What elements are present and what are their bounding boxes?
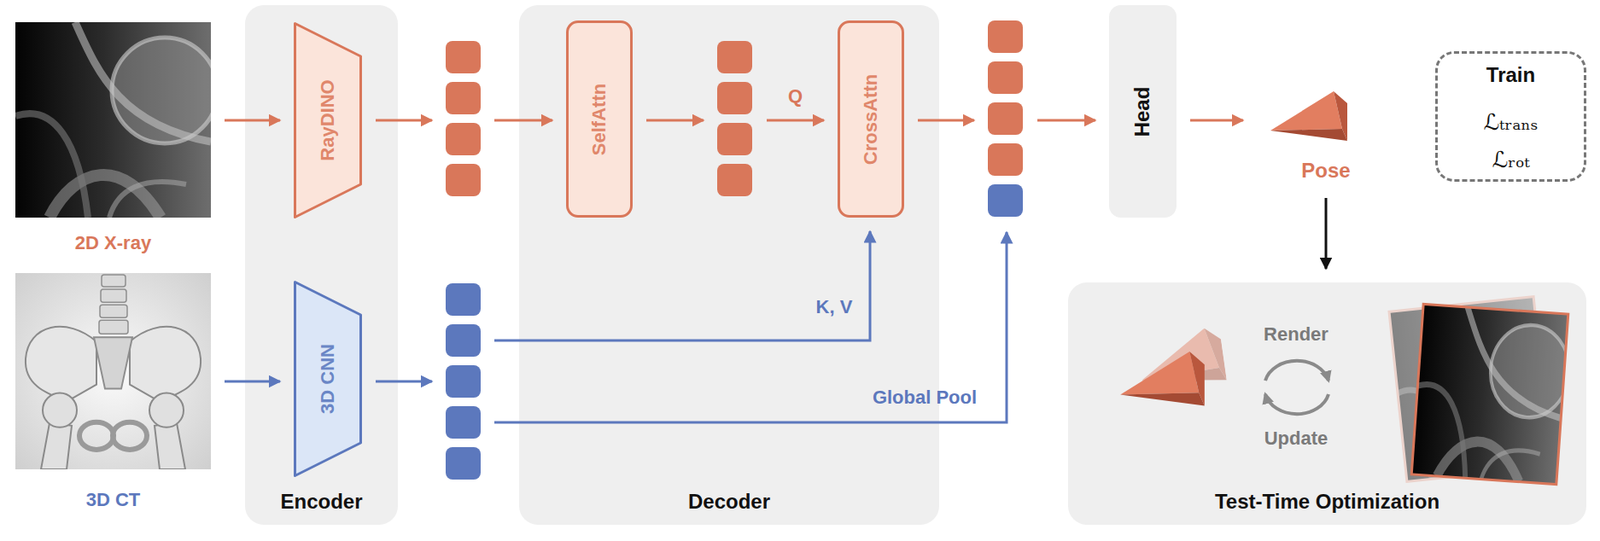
token — [445, 365, 481, 398]
connector-segment — [494, 231, 871, 341]
attention-block: CrossAttn — [837, 20, 905, 218]
token — [445, 122, 481, 156]
connector-segment — [1037, 119, 1096, 123]
head-block: Head — [1109, 5, 1177, 218]
connector — [1190, 120, 1244, 122]
token — [717, 40, 753, 74]
token — [987, 184, 1023, 217]
connector — [646, 120, 824, 122]
loss-box: Trainℒₜᵣₐₙₛℒᵣₒₜ — [1435, 51, 1587, 182]
token — [987, 20, 1023, 53]
attention-block: SelfAttn — [566, 20, 633, 218]
token — [445, 40, 481, 74]
node-label: 3D CNN — [318, 344, 338, 415]
pose-output: Pose — [1261, 85, 1390, 188]
xray-image — [1411, 303, 1573, 485]
node-label: 3D CT — [15, 489, 211, 512]
token — [445, 283, 481, 316]
node-label: Decoder — [688, 490, 771, 514]
token — [445, 163, 481, 197]
image-frame — [1411, 303, 1569, 485]
cycle-arrow — [1265, 361, 1329, 381]
node-label: Encoder — [280, 490, 363, 514]
token — [445, 447, 481, 480]
trapezoid-shape — [295, 23, 362, 218]
connector-segment — [646, 119, 704, 123]
connector-segment — [224, 119, 281, 123]
token — [717, 81, 753, 115]
connector-segment — [1190, 119, 1244, 123]
cycle-arrow — [1265, 394, 1329, 415]
token — [445, 406, 481, 439]
node-label: RayDINO — [318, 79, 338, 161]
token — [987, 143, 1023, 176]
connector — [224, 381, 281, 383]
rendered-xray — [1411, 303, 1573, 485]
connector-segment — [224, 380, 281, 384]
trapezoid-shape — [295, 282, 362, 477]
encoder-block: RayDINO — [293, 22, 363, 219]
annotation-label: Render — [1263, 323, 1329, 346]
node-label: Pose — [1261, 158, 1390, 183]
token-stacks — [445, 20, 1023, 480]
connector-segment — [375, 380, 433, 384]
annotation-label: Global Pool — [872, 386, 977, 409]
token — [717, 163, 753, 197]
node-label: 2D X-ray — [15, 232, 211, 255]
connector-segment — [375, 119, 433, 123]
token — [987, 61, 1023, 94]
xray-image — [15, 22, 218, 218]
connector-segment — [494, 119, 553, 123]
pose-wedge — [1270, 91, 1348, 141]
node-label: ℒᵣₒₜ — [1491, 145, 1530, 174]
token — [717, 122, 753, 156]
connector — [375, 120, 553, 122]
node-label: Head — [1132, 86, 1154, 137]
connector-segment — [766, 119, 824, 123]
node-label: SelfAttn — [589, 82, 609, 155]
token — [987, 102, 1023, 135]
ct-image — [15, 273, 211, 470]
token — [445, 81, 481, 115]
edge-label: K, V — [816, 296, 853, 319]
global-pool-line — [494, 232, 1007, 423]
pose-shape — [1261, 85, 1356, 150]
node-label: CrossAttn — [861, 73, 881, 164]
connector-segment — [917, 119, 975, 123]
connector — [375, 231, 871, 382]
annotation-label: Update — [1264, 427, 1329, 450]
connector — [1325, 198, 1327, 269]
node-label: Train — [1486, 62, 1536, 88]
encoder-block: 3D CNN — [293, 280, 363, 478]
connector-segment — [1325, 198, 1328, 269]
node-label: Test-Time Optimization — [1214, 490, 1440, 514]
pose-shape — [1120, 351, 1205, 407]
connector — [224, 120, 281, 122]
edge-label: Q — [788, 85, 803, 108]
stage-panel: Encoder RayDINO 3D CNN — [245, 5, 398, 526]
pose-current — [1120, 351, 1205, 407]
token — [445, 324, 481, 357]
node-label: ℒₜᵣₐₙₛ — [1483, 108, 1538, 136]
